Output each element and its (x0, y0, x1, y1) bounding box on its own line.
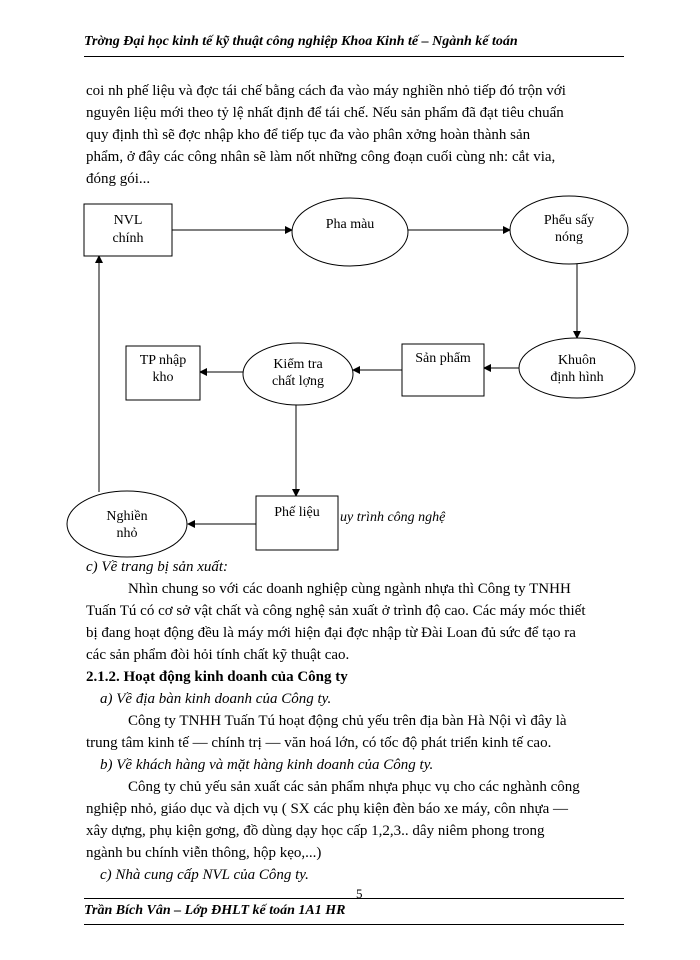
footer-bottom-rule (84, 924, 624, 925)
paragraph-line: các sản phẩm đòi hỏi tính chất kỹ thuật … (86, 647, 350, 663)
paragraph-line: ngành bu chính viễn thông, hộp kẹo,...) (86, 845, 322, 861)
subsection-heading-a: a) Về địa bàn kinh doanh của Công ty. (100, 691, 332, 707)
intro-line: nguyên liệu mới theo tỷ lệ nhất định để … (86, 105, 564, 121)
node-pheu-say-nong: Phểu sấy nóng (509, 195, 629, 265)
node-label: Kiểm tra (273, 357, 323, 372)
node-label: chính (112, 231, 143, 246)
node-kiem-tra-chat-luong: Kiểm tra chất lợng (242, 342, 354, 406)
node-label: kho (153, 370, 174, 385)
page-header: Trờng Đại học kinh tế kỹ thuật công nghi… (84, 34, 518, 49)
section-heading: c) Về trang bị sản xuất: (86, 559, 229, 575)
paragraph-line: Công ty chủ yếu sản xuất các sản phẩm nh… (128, 779, 580, 795)
node-label: định hình (550, 370, 603, 385)
paragraph-line: Công ty TNHH Tuấn Tú hoạt động chủ yếu t… (128, 713, 567, 729)
node-label: Phế liệu (274, 505, 320, 520)
paragraph-line: bị đang hoạt động đều là máy mới hiện đạ… (86, 625, 576, 641)
node-label: Nghiền (106, 509, 147, 524)
node-san-pham: Sản phẩm (401, 343, 485, 397)
header-rule (84, 56, 624, 57)
node-tp-nhap-kho: TP nhập kho (125, 345, 201, 401)
node-label: TP nhập (140, 353, 187, 368)
intro-line: đóng gói... (86, 171, 151, 187)
section-c-trang-bi: c) Về trang bị sản xuất: Nhìn chung so v… (86, 556, 638, 666)
node-label: nóng (555, 230, 583, 245)
node-nvl-chinh: NVL chính (83, 203, 173, 257)
node-label: Phểu sấy (544, 213, 594, 228)
diagram-caption: uy trình công nghệ (340, 510, 446, 525)
node-phe-lieu: Phế liệu (255, 495, 339, 551)
paragraph-line: Tuấn Tú có cơ sở vật chất và công nghệ s… (86, 603, 586, 619)
node-khuon-dinh-hinh: Khuôn định hình (518, 337, 636, 399)
node-label: nhỏ (117, 526, 138, 541)
page-number: 5 (356, 886, 363, 901)
page-footer: Trần Bích Vân – Lớp ĐHLT kế toán 1A1 HR (84, 903, 346, 918)
subsection-heading-b: b) Về khách hàng và mặt hàng kinh doanh … (100, 757, 434, 773)
intro-paragraph: coi nh phế liệu và đợc tái chế bằng cách… (86, 80, 638, 190)
paragraph-line: xây dựng, phụ kiện gơng, đồ dùng dạy học… (86, 823, 545, 839)
node-label: NVL (114, 213, 143, 228)
intro-line: phẩm, ở đây các công nhân sẽ làm nốt nhữ… (86, 149, 556, 165)
section-title: 2.1.2. Hoạt động kinh doanh của Công ty (86, 669, 348, 685)
node-pha-mau: Pha màu (291, 197, 409, 267)
intro-line: quy định thì sẽ đợc nhập kho để tiếp tục… (86, 127, 531, 143)
intro-line: coi nh phế liệu và đợc tái chế bằng cách… (86, 83, 566, 99)
node-label: chất lợng (272, 374, 324, 389)
paragraph-line: Nhìn chung so với các doanh nghiệp cùng … (128, 581, 571, 597)
node-nghien-nho: Nghiền nhỏ (66, 490, 188, 558)
paragraph-line: nghiệp nhỏ, giáo dục và dịch vụ ( SX các… (86, 801, 569, 817)
node-label: Sản phẩm (415, 351, 471, 366)
node-label: Pha màu (326, 217, 375, 232)
subsection-heading-c: c) Nhà cung cấp NVL của Công ty. (100, 867, 309, 883)
footer-rule (84, 898, 624, 899)
section-2-1-2: 2.1.2. Hoạt động kinh doanh của Công ty … (86, 666, 638, 886)
node-label: Khuôn (558, 353, 596, 368)
paragraph-line: trung tâm kinh tế — chính trị — văn hoá … (86, 735, 552, 751)
